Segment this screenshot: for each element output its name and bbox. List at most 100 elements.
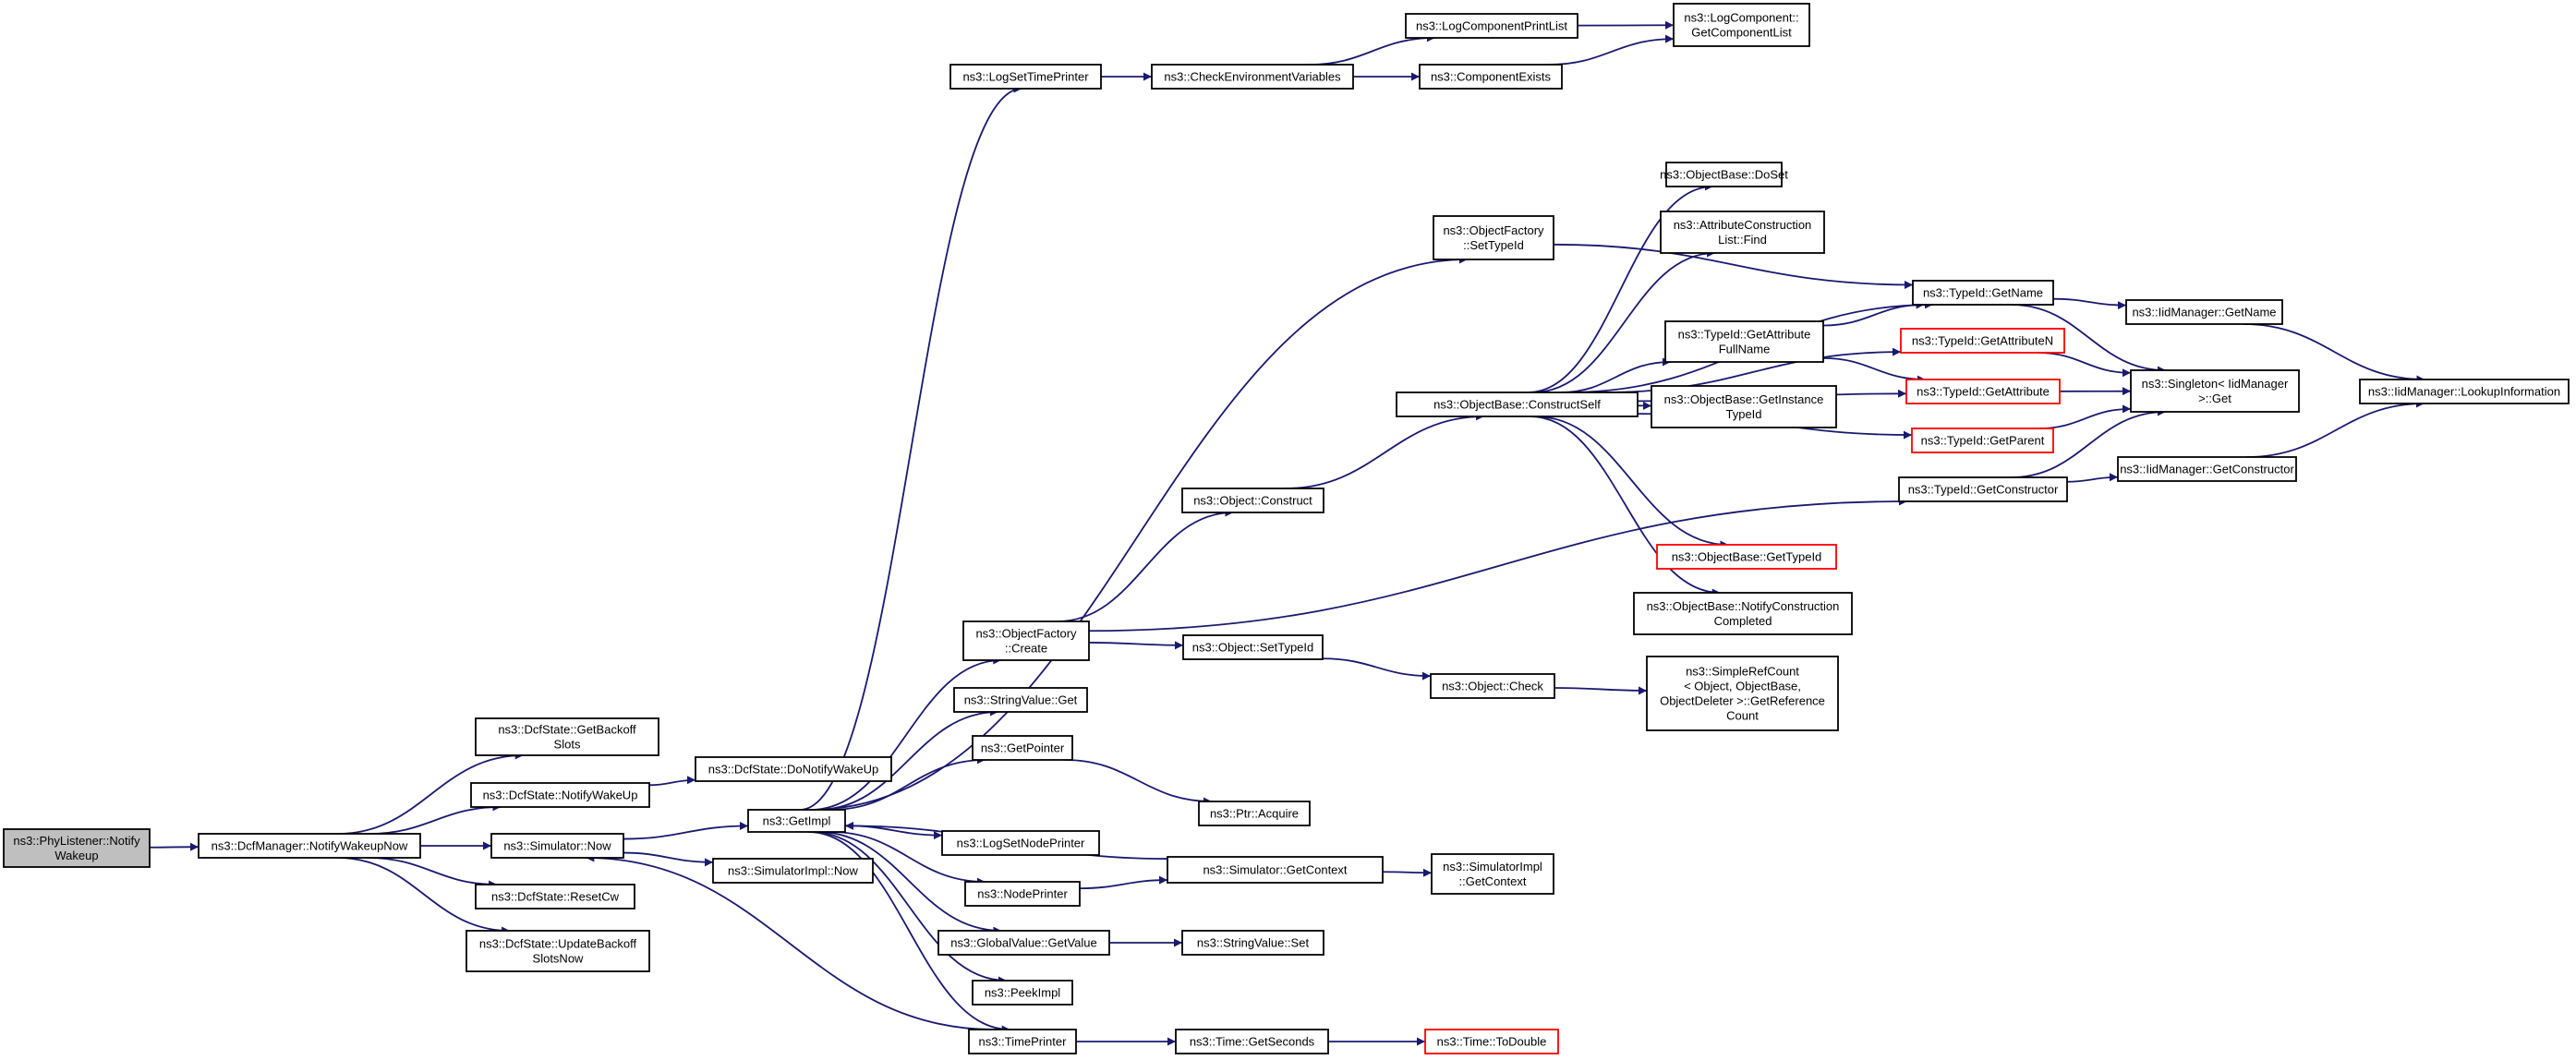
node-n40[interactable]: ns3::SimpleRefCount< Object, ObjectBase,…: [1646, 656, 1839, 731]
node-box[interactable]: [1898, 476, 2068, 502]
node-box[interactable]: [972, 980, 1073, 1006]
node-n26[interactable]: ns3::Object::Check: [1430, 673, 1555, 699]
node-n39[interactable]: ns3::ObjectBase::NotifyConstructionCompl…: [1633, 592, 1853, 635]
node-box[interactable]: [470, 782, 650, 808]
node-n1[interactable]: ns3::DcfManager::NotifyWakeupNow: [198, 833, 421, 859]
node-box[interactable]: [1167, 856, 1384, 884]
node-box[interactable]: [490, 833, 624, 859]
node-n20[interactable]: ns3::LogComponentPrintList: [1405, 13, 1578, 39]
node-n46[interactable]: ns3::IidManager::GetName: [2125, 299, 2283, 325]
node-n16[interactable]: ns3::GlobalValue::GetValue: [937, 930, 1110, 956]
node-n38[interactable]: ns3::ObjectBase::GetTypeId: [1656, 544, 1837, 570]
node-n31[interactable]: ns3::Time::GetSeconds: [1175, 1029, 1329, 1054]
node-n27[interactable]: ns3::Ptr::Acquire: [1198, 801, 1311, 826]
node-n32[interactable]: ns3::Time::ToDouble: [1424, 1029, 1559, 1054]
node-box[interactable]: [1198, 801, 1311, 826]
node-n13[interactable]: ns3::GetPointer: [972, 735, 1073, 761]
node-box[interactable]: [962, 620, 1090, 661]
node-n41[interactable]: ns3::TypeId::GetName: [1912, 280, 2054, 306]
node-box[interactable]: [198, 833, 421, 859]
node-box[interactable]: [1175, 1029, 1329, 1054]
node-box[interactable]: [1182, 634, 1324, 660]
node-n29[interactable]: ns3::SimulatorImpl::GetContext: [1431, 853, 1554, 895]
node-n21[interactable]: ns3::ComponentExists: [1419, 64, 1563, 90]
node-box[interactable]: [941, 830, 1100, 856]
node-box[interactable]: [1665, 162, 1783, 187]
node-n49[interactable]: ns3::IidManager::LookupInformation: [2359, 379, 2570, 404]
node-n7[interactable]: ns3::DcfState::DoNotifyWakeUp: [695, 756, 892, 782]
node-box[interactable]: [1419, 64, 1563, 90]
node-box[interactable]: [1633, 592, 1853, 635]
node-box[interactable]: [1396, 391, 1639, 417]
node-n15[interactable]: ns3::NodePrinter: [964, 881, 1081, 907]
node-box[interactable]: [937, 930, 1110, 956]
node-box[interactable]: [968, 1029, 1077, 1054]
node-box[interactable]: [1912, 280, 2054, 306]
node-n12[interactable]: ns3::StringValue::Get: [953, 687, 1088, 713]
node-box[interactable]: [1433, 215, 1554, 260]
node-box[interactable]: [1181, 930, 1324, 956]
node-n42[interactable]: ns3::TypeId::GetAttributeN: [1900, 328, 2065, 354]
node-n5[interactable]: ns3::DcfState::ResetCw: [475, 884, 635, 909]
node-box[interactable]: [1646, 656, 1839, 731]
node-n25[interactable]: ns3::Object::SetTypeId: [1182, 634, 1324, 660]
node-box[interactable]: [1181, 488, 1324, 513]
node-n33[interactable]: ns3::ObjectBase::ConstructSelf: [1396, 391, 1639, 417]
node-n34[interactable]: ns3::ObjectBase::DoSet: [1660, 162, 1788, 187]
node-box[interactable]: [1405, 13, 1578, 39]
node-box[interactable]: [747, 809, 846, 833]
node-box[interactable]: [1900, 328, 2065, 354]
node-box[interactable]: [1673, 3, 1810, 47]
node-n48[interactable]: ns3::IidManager::GetConstructor: [2117, 456, 2297, 482]
node-n45[interactable]: ns3::TypeId::GetConstructor: [1898, 476, 2068, 502]
node-n19[interactable]: ns3::CheckEnvironmentVariables: [1151, 64, 1354, 90]
node-box[interactable]: [2117, 456, 2297, 482]
node-box[interactable]: [475, 717, 659, 756]
node-n4[interactable]: ns3::Simulator::Now: [490, 833, 624, 859]
node-n0[interactable]: ns3::PhyListener::NotifyWakeup: [3, 828, 151, 868]
node-box[interactable]: [972, 735, 1073, 761]
node-n24[interactable]: ns3::Object::Construct: [1181, 488, 1324, 513]
node-n18[interactable]: ns3::TimePrinter: [968, 1029, 1077, 1054]
node-n8[interactable]: ns3::GetImpl: [747, 809, 846, 833]
node-n17[interactable]: ns3::PeekImpl: [972, 980, 1073, 1006]
node-n43[interactable]: ns3::TypeId::GetAttribute: [1905, 379, 2061, 404]
node-n22[interactable]: ns3::LogComponent::GetComponentList: [1673, 3, 1810, 47]
node-box[interactable]: [2359, 379, 2570, 404]
node-box[interactable]: [964, 881, 1081, 907]
node-n11[interactable]: ns3::ObjectFactory::Create: [962, 620, 1090, 661]
node-n3[interactable]: ns3::DcfState::NotifyWakeUp: [470, 782, 650, 808]
node-n9[interactable]: ns3::SimulatorImpl::Now: [712, 858, 874, 884]
node-box[interactable]: [1664, 320, 1824, 363]
node-box[interactable]: [712, 858, 874, 884]
node-n30[interactable]: ns3::StringValue::Set: [1181, 930, 1324, 956]
node-n47[interactable]: ns3::Singleton< IidManager>::Get: [2130, 369, 2300, 413]
node-box[interactable]: [1905, 379, 2061, 404]
node-box[interactable]: [949, 64, 1102, 90]
node-box[interactable]: [1651, 385, 1837, 428]
node-box[interactable]: [2130, 369, 2300, 413]
node-box[interactable]: [3, 828, 151, 868]
node-box[interactable]: [1151, 64, 1354, 90]
node-box[interactable]: [1911, 428, 2054, 453]
node-box[interactable]: [466, 930, 650, 972]
node-box[interactable]: [1431, 853, 1554, 895]
node-box[interactable]: [695, 756, 892, 782]
node-box[interactable]: [953, 687, 1088, 713]
node-n28[interactable]: ns3::Simulator::GetContext: [1167, 856, 1384, 884]
node-box[interactable]: [1656, 544, 1837, 570]
node-box[interactable]: [2125, 299, 2283, 325]
node-n44[interactable]: ns3::TypeId::GetParent: [1911, 428, 2054, 453]
node-box[interactable]: [475, 884, 635, 909]
node-n23[interactable]: ns3::ObjectFactory::SetTypeId: [1433, 215, 1554, 260]
node-box[interactable]: [1430, 673, 1555, 699]
node-box[interactable]: [1660, 211, 1825, 254]
node-box[interactable]: [1424, 1029, 1559, 1054]
node-n14[interactable]: ns3::LogSetNodePrinter: [941, 830, 1100, 856]
node-n10[interactable]: ns3::LogSetTimePrinter: [949, 64, 1102, 90]
